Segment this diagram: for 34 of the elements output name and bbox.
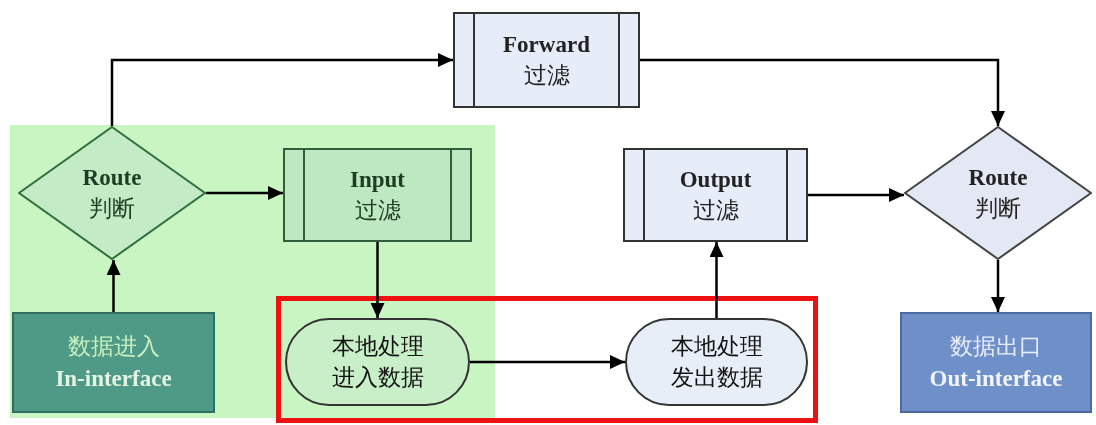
node-title: Route (82, 163, 142, 192)
node-label: 判断 (975, 194, 1021, 223)
process-box (453, 12, 640, 108)
node-label: 过滤 (692, 196, 739, 225)
node-title: Route (968, 163, 1028, 192)
arrow (991, 260, 1005, 312)
arrow (370, 242, 385, 318)
arrow (470, 355, 625, 369)
node-label: 发出数据 (670, 363, 763, 392)
node-label: Out-interface (929, 364, 1063, 393)
node-label: 过滤 (354, 196, 401, 225)
node-title: Output (679, 165, 752, 194)
node-title: Forward (503, 30, 590, 59)
interface-box (900, 312, 1092, 413)
node-label: 过滤 (523, 61, 570, 90)
arrow (640, 58, 1005, 126)
arrow (110, 53, 453, 126)
node-label: In-interface (55, 364, 172, 393)
process-box (623, 148, 808, 242)
node-title: 数据进入 (67, 332, 160, 362)
process-box (283, 148, 472, 242)
arrow (206, 186, 283, 200)
arrow (106, 260, 121, 312)
node-title: 本地处理 (331, 331, 424, 361)
node-label: 进入数据 (331, 363, 424, 392)
node-title: 本地处理 (670, 331, 763, 361)
decision-diamond (18, 126, 206, 260)
decision-diamond (904, 126, 1092, 260)
node-title: Input (350, 165, 405, 194)
node-title: 数据出口 (950, 332, 1042, 362)
node-label: 判断 (89, 194, 135, 223)
arrow (709, 242, 724, 318)
arrow (808, 188, 904, 202)
interface-box (12, 312, 215, 413)
